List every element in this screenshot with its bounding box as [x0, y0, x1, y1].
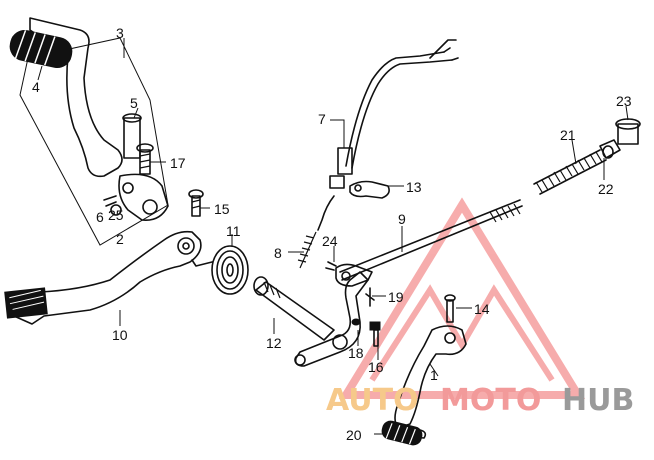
callout-11: 11 [226, 223, 241, 239]
callout-24: 24 [322, 233, 338, 249]
bolt-15 [188, 189, 204, 217]
switch-wire [345, 51, 445, 167]
callout-20: 20 [346, 427, 362, 443]
callout-4: 4 [32, 79, 40, 95]
rod-clevis [335, 263, 373, 287]
cotter-pin-19 [365, 287, 375, 307]
switch-bracket [349, 180, 390, 199]
watermark-logo [338, 197, 586, 399]
brake-switch [297, 39, 459, 269]
return-spring [191, 245, 249, 295]
brake-rod [325, 199, 523, 307]
callout-22: 22 [598, 181, 614, 197]
bolt-16 [369, 321, 381, 347]
washer-2 [110, 204, 122, 216]
callout-1: 1 [430, 367, 438, 383]
adjuster-cap [615, 118, 641, 145]
grip-20 [381, 420, 423, 446]
leader-lines [37, 38, 629, 435]
callout-17: 17 [170, 155, 186, 171]
watermark-text: AUTO MOTO HUB [326, 383, 634, 418]
kick-grip [9, 29, 73, 69]
pin-5 [122, 113, 142, 159]
callout-15: 15 [214, 201, 230, 217]
callout-16: 16 [368, 359, 384, 375]
adjuster-spring [533, 149, 607, 195]
spring-6 [103, 195, 117, 207]
washer-18 [351, 318, 361, 326]
callout-19: 19 [388, 289, 404, 305]
callout-21: 21 [560, 127, 576, 143]
watermark-hub: HUB [562, 383, 634, 418]
callout-3: 3 [116, 25, 124, 41]
kick-starter-group [9, 17, 169, 246]
bolt-14 [444, 294, 456, 323]
callout-7: 7 [318, 111, 326, 127]
watermark-moto: MOTO [440, 383, 541, 418]
callout-12: 12 [266, 335, 282, 351]
callout-18: 18 [348, 345, 364, 361]
adjuster-nut [599, 139, 621, 159]
callout-23: 23 [616, 93, 632, 109]
callout-8: 8 [274, 245, 282, 261]
pedal-arm [13, 230, 202, 325]
callout-25: 25 [108, 207, 124, 223]
callout-6: 6 [96, 209, 104, 225]
callout-13: 13 [406, 179, 422, 195]
callout-10: 10 [112, 327, 128, 343]
callout-2: 2 [116, 231, 124, 247]
callout-9: 9 [398, 211, 406, 227]
brake-pedal [4, 230, 202, 325]
callout-14: 14 [474, 301, 490, 317]
watermark-auto: AUTO [326, 383, 419, 418]
callout-5: 5 [130, 95, 138, 111]
kick-arm [29, 17, 123, 178]
pin-24 [325, 261, 337, 271]
kick-boss [118, 173, 169, 222]
pedal-pad [4, 287, 48, 319]
callout-labels: 3 4 5 17 6 25 2 15 11 10 12 7 13 9 8 24 … [32, 25, 632, 443]
group-outline [19, 37, 169, 246]
